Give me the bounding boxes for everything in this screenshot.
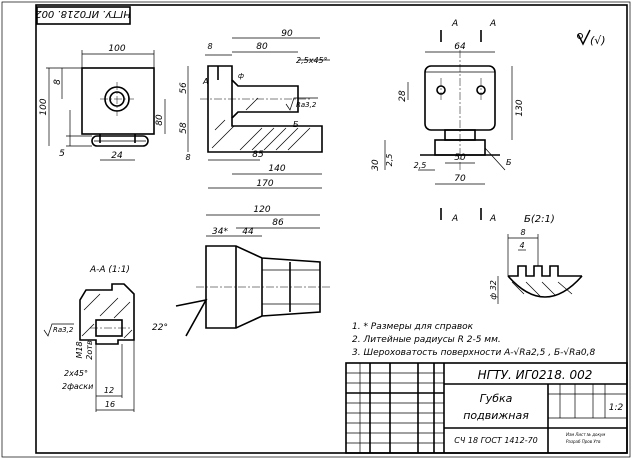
view-b <box>497 234 583 304</box>
note-2: 2. Литейные радиусы R 2-5 мм. <box>352 335 501 345</box>
scale: 1:2 <box>609 403 624 413</box>
dim-side-170: 170 <box>256 179 273 189</box>
dim-right-130: 130 <box>515 99 525 116</box>
dim-sec-12: 12 <box>104 386 114 395</box>
dim-side-80: 80 <box>256 42 268 52</box>
note-1: 1. * Размеры для справок <box>352 322 474 332</box>
small-line-1: Изм Лист № докум <box>566 432 605 437</box>
dim-side-90: 90 <box>281 29 293 39</box>
roughness-icon-section <box>43 323 74 337</box>
section-aa-title: А-А (1:1) <box>89 265 130 275</box>
dim-right-70: 70 <box>454 174 466 184</box>
dim-right-25b: 2,5 <box>414 161 427 170</box>
dim-front-24: 24 <box>111 151 123 161</box>
dim-side-58: 58 <box>179 122 189 134</box>
dim-side-8: 8 <box>207 42 212 51</box>
dim-bot-34: 34* <box>212 227 228 237</box>
dim-right-50: 50 <box>454 153 466 163</box>
dim-sec-chamfer: 2x45° <box>64 369 88 378</box>
cut-a-3: А <box>451 214 458 224</box>
dim-right-25: 2,5 <box>385 154 394 167</box>
roughness-icon-side <box>285 97 318 111</box>
dim-b-4: 4 <box>519 241 524 250</box>
material: СЧ 18 ГОСТ 1412-70 <box>454 436 538 445</box>
dim-side-85: 85 <box>252 150 264 160</box>
dim-front-80: 80 <box>155 114 165 126</box>
dim-b-8: 8 <box>520 228 525 237</box>
dim-right-30: 30 <box>371 159 381 171</box>
dim-bot-120: 120 <box>253 205 270 215</box>
roughness-ra32-side: Ra3,2 <box>296 101 317 109</box>
dim-sec-2on: 2отв <box>85 340 94 360</box>
roughness-mark: (√) <box>590 34 606 47</box>
roughness-check-icon <box>577 29 591 46</box>
side-view <box>187 37 330 189</box>
note-3: 3. Шероховатость поверхности А-√Ra2,5 , … <box>352 347 595 358</box>
part-name-line1: Губка <box>480 392 513 405</box>
bottom-view <box>175 214 330 337</box>
dim-front-5: 5 <box>59 149 65 159</box>
roughness-ra32-section: Ra3,2 <box>53 326 74 334</box>
front-view <box>46 50 166 161</box>
title-code: НГТУ. ИГ0218. 002 <box>478 368 593 382</box>
dim-bot-22: 22° <box>152 323 168 333</box>
dim-side-chamfer: 2,5x45° <box>296 56 328 65</box>
label-leader-a: А <box>202 77 208 86</box>
part-name-line2: подвижная <box>463 409 529 422</box>
cut-a-4: А <box>489 214 496 224</box>
top-stamp-code: НГТУ. ИГ0218. 002 <box>35 8 131 19</box>
dim-right-64: 64 <box>454 42 466 52</box>
roughness-circle-icon <box>577 33 583 39</box>
dim-sec-m18: М18 <box>75 341 84 358</box>
section-aa <box>79 283 135 412</box>
dim-side-140: 140 <box>268 164 285 174</box>
cut-b-label: Б <box>506 158 512 167</box>
dim-side-8b: 8 <box>185 153 190 162</box>
dim-bot-44: 44 <box>242 227 254 237</box>
small-line-2: Разраб Пров Утв <box>566 439 601 444</box>
cut-a-1: А <box>451 19 458 29</box>
dim-front-100: 100 <box>108 44 125 54</box>
cut-a-2: А <box>489 19 496 29</box>
dim-front-100v: 100 <box>39 98 49 115</box>
dim-front-8: 8 <box>53 79 63 85</box>
label-leader-b: Б <box>293 120 299 129</box>
dim-bot-86: 86 <box>272 218 284 228</box>
dim-sec-16: 16 <box>105 400 115 409</box>
dim-right-28: 28 <box>398 90 408 102</box>
dim-b-32: ф 32 <box>489 280 498 300</box>
title-block <box>345 362 628 454</box>
dim-side-56: 56 <box>179 82 189 94</box>
dim-side-phi: ф <box>238 72 244 80</box>
dim-sec-2faski: 2фаски <box>62 382 93 391</box>
top-stamp-box <box>36 6 131 25</box>
drawing-frame <box>35 4 628 454</box>
view-b-title: Б(2:1) <box>524 214 555 225</box>
right-view <box>384 30 513 220</box>
